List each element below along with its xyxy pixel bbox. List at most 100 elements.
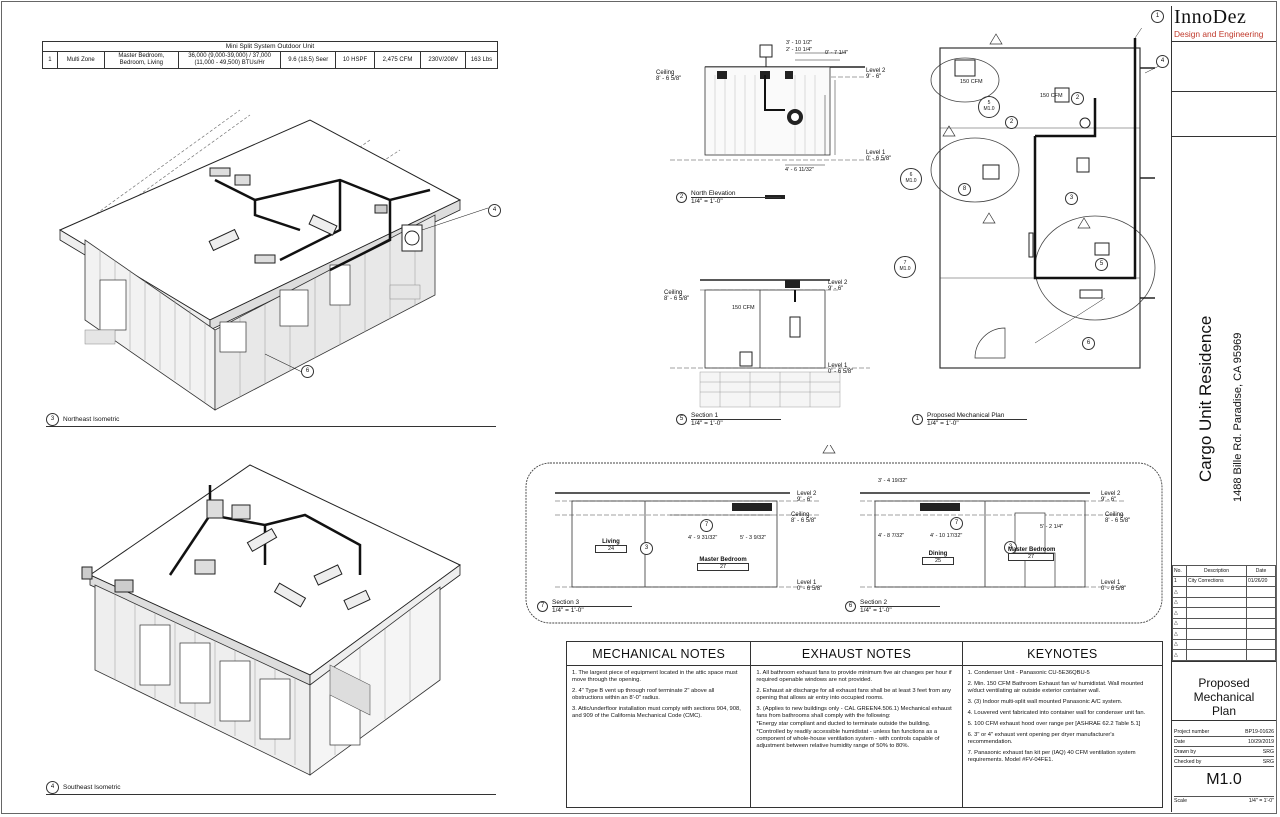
level-value: 8' - 6 5/8" (656, 76, 682, 82)
level-value: 0' - 6 5/8" (797, 586, 823, 592)
equipment-schedule-table: Mini Split System Outdoor Unit 1 Multi Z… (42, 41, 498, 69)
level-label: Level 1 (797, 580, 817, 586)
room-name: Dining (928, 551, 948, 557)
rev-header: Date (1246, 565, 1276, 577)
project-number-row: Project number BP19-01626 (1174, 728, 1274, 737)
level-marker-level2: Level 2 9' - 6" (866, 68, 885, 80)
room-tag-master-bedroom: Master Bedroom 27 (697, 557, 749, 571)
view-title: Proposed Mechanical Plan (927, 412, 1027, 420)
view-caption-section1: 5 Section 1 1/4" = 1'-0" (676, 412, 781, 427)
checked-by-row: Checked by SRG (1174, 758, 1274, 767)
mechanical-plan-drawing (930, 28, 1166, 369)
table-cell: 1 (42, 51, 58, 69)
revision-table: No. Description Date 1 City Corrections … (1172, 565, 1276, 661)
level-label: Level 2 (828, 280, 848, 286)
keynote-callout: 3 (1065, 192, 1078, 205)
level-value: 0' - 6 5/8" (866, 156, 892, 162)
project-name: Cargo Unit Residence (1196, 315, 1215, 482)
note-item: *Controlled by readily accessible humidi… (756, 729, 940, 749)
room-name: Master Bedroom (1008, 547, 1056, 553)
view-caption-north-elevation: 2 North Elevation 1/4" = 1'-0" (676, 190, 781, 205)
note-item: 2. Min. 150 CFM Bathroom Exhaust fan w/ … (967, 681, 1144, 694)
keynote-callout: 2 (1071, 92, 1084, 105)
note-item: 1. All bathroom exhaust fans to provide … (756, 670, 952, 683)
level-value: 9' - 6" (828, 286, 844, 292)
field-value: 10/29/2019 (1248, 739, 1274, 745)
view-number: 5 (676, 414, 687, 425)
keynotes-heading: KEYNOTES (962, 642, 1162, 666)
note-item: 4. Louvered vent fabricated into contain… (967, 710, 1146, 716)
level-label: Level 1 (1101, 580, 1121, 586)
equipment-table-title: Mini Split System Outdoor Unit (42, 41, 498, 52)
section1-drawing (670, 279, 870, 408)
section-marker: 6 M1.0 (900, 168, 922, 190)
room-number: 25 (922, 557, 954, 565)
room-tag-dining: Dining 25 (922, 551, 954, 565)
level-marker-ceiling: Ceiling 8' - 6 5/8" (664, 290, 689, 302)
level-value: 9' - 6" (866, 74, 882, 80)
note-item: 3. (3) Indoor multi-split wall mounted P… (967, 699, 1123, 705)
north-elevation-drawing (670, 44, 885, 199)
northeast-isometric-drawing (58, 109, 489, 411)
level-label: Level 2 (866, 68, 886, 74)
table-cell: 230V/208V (420, 51, 467, 69)
room-number: 27 (697, 563, 749, 571)
field-value: 1/4" = 1'-0" (1248, 798, 1274, 804)
level-label: Ceiling (791, 512, 810, 518)
table-cell: 36,000 (9,000-39,000) / 37,000 (11,000 -… (178, 51, 282, 69)
dimension-label: 4' - 10 17/32" (930, 533, 963, 539)
view-title: Section 3 (552, 599, 632, 607)
level-marker-ceiling: Ceiling 8' - 6 5/8" (1105, 512, 1130, 524)
room-name: Master Bedroom (699, 557, 747, 563)
level-marker-level1: Level 1 0' - 6 5/8" (797, 580, 822, 592)
level-marker-level2: Level 2 9' - 6" (1101, 491, 1120, 503)
mechanical-notes-heading: MECHANICAL NOTES (567, 642, 751, 666)
view-title: Southeast Isometric (63, 784, 121, 791)
view-title: North Elevation (691, 190, 781, 198)
cfm-label: 150 CFM (732, 305, 755, 311)
view-caption-southeast: 4 Southeast Isometric (46, 781, 496, 795)
view-title: Northeast Isometric (63, 416, 120, 423)
table-row: △ (1172, 596, 1276, 608)
section-marker: 5 M1.0 (978, 96, 1000, 118)
note-item: 6. 3" or 4" exhaust vent opening per dry… (967, 732, 1115, 745)
view-number: 3 (46, 413, 59, 426)
level-marker-ceiling: Ceiling 8' - 6 5/8" (791, 512, 816, 524)
drawn-by-row: Drawn by SRG (1174, 748, 1274, 757)
level-label: Ceiling (664, 290, 683, 296)
field-value: BP19-01626 (1245, 729, 1274, 735)
rev-cell: City Corrections (1186, 575, 1247, 587)
sheet-number: M1.0 (1206, 771, 1242, 788)
table-cell: 163 Lbs (465, 51, 498, 69)
level-marker-level1: Level 1 0' - 6 5/8" (866, 150, 891, 162)
keynote-callout: 5 (1095, 258, 1108, 271)
keynotes: KEYNOTES 1. Condenser Unit - Panasonic C… (962, 642, 1162, 807)
field-label: Scale (1174, 798, 1187, 804)
dimension-label: 5' - 3 9/32" (740, 535, 767, 541)
view-scale: 1/4" = 1'-0" (552, 607, 584, 614)
table-row: △ (1172, 628, 1276, 640)
view-number: 6 (845, 601, 856, 612)
level-value: 8' - 6 5/8" (664, 296, 690, 302)
project-title-cell: Cargo Unit Residence 1488 Bille Rd. Para… (1172, 136, 1276, 566)
section-marker-number: 5 (987, 100, 991, 106)
note-item: 1. The largest piece of equipment locate… (572, 670, 738, 683)
table-cell: 2,475 CFM (373, 51, 422, 69)
table-cell: 10 HSPF (335, 51, 375, 69)
level-marker-level2: Level 2 9' - 6" (828, 280, 847, 292)
table-row: 1 City Corrections 01/26/20 (1172, 575, 1276, 587)
table-row: △ (1172, 638, 1276, 650)
view-caption-section3: 7 Section 3 1/4" = 1'-0" (537, 599, 632, 614)
note-item: 7. Panasonic exhaust fan kit per (IAQ) 4… (967, 750, 1136, 763)
view-caption-section2: 6 Section 2 1/4" = 1'-0" (845, 599, 940, 614)
keynote-callout: 6 (1082, 337, 1095, 350)
room-number: 24 (595, 545, 627, 553)
cfm-label: 150 CFM (960, 79, 983, 85)
table-cell: 9.6 (18.5) Seer (280, 51, 337, 69)
rev-header: No. (1172, 565, 1187, 577)
view-number: 1 (912, 414, 923, 425)
logo-tagline: Design and Engineering (1174, 29, 1264, 39)
room-number: 27 (1008, 553, 1054, 561)
level-value: 0' - 6 5/8" (1101, 586, 1127, 592)
section-marker-number: 7 (903, 260, 907, 266)
